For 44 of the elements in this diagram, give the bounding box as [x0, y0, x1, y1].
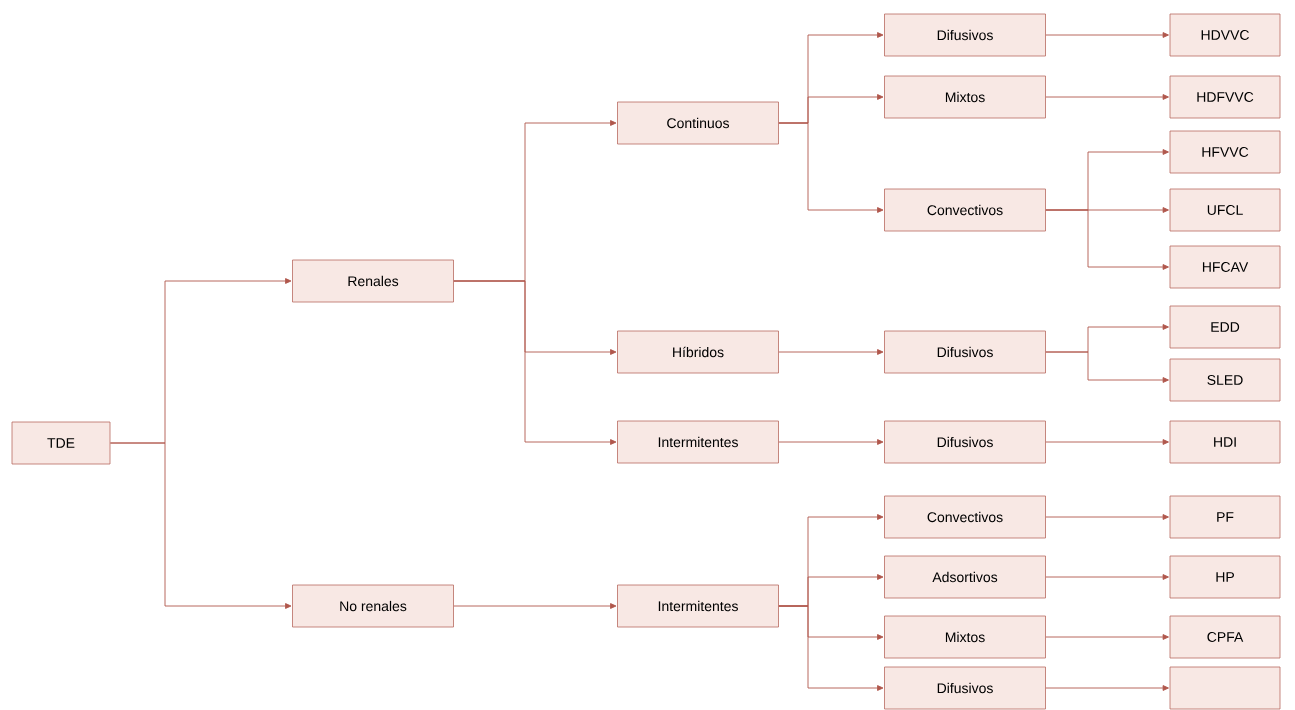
process-box: Renales	[292, 259, 454, 303]
arrow	[1045, 514, 1169, 520]
arrow	[778, 349, 884, 355]
process-box: TDE	[11, 421, 111, 465]
process-box: UFCL	[1169, 188, 1281, 232]
arrow	[778, 122, 884, 213]
arrow	[453, 603, 617, 609]
arrow	[1045, 32, 1169, 38]
process-box: Difusivos	[884, 13, 1046, 57]
arrow	[1045, 209, 1169, 270]
process-box: PF	[1169, 495, 1281, 539]
arrow	[1045, 439, 1169, 445]
process-box: HFCAV	[1169, 245, 1281, 289]
empty-box	[1169, 666, 1281, 710]
process-box: Mixtos	[884, 615, 1046, 659]
arrow	[1045, 351, 1169, 383]
process-box: HP	[1169, 555, 1281, 599]
arrow	[778, 439, 884, 445]
process-box: Difusivos	[884, 330, 1046, 374]
arrow	[453, 280, 617, 445]
arrow	[109, 442, 292, 609]
process-box: Continuos	[617, 101, 779, 145]
process-box: No renales	[292, 584, 454, 628]
arrow	[778, 605, 884, 691]
process-box: Intermitentes	[617, 420, 779, 464]
process-box: HDVVC	[1169, 13, 1281, 57]
process-box: Difusivos	[884, 666, 1046, 710]
process-box: HFVVC	[1169, 130, 1281, 174]
process-box: HDFVVC	[1169, 75, 1281, 119]
process-box: Convectivos	[884, 188, 1046, 232]
arrow	[1045, 94, 1169, 100]
process-box: SLED	[1169, 358, 1281, 402]
arrow	[1045, 634, 1169, 640]
process-box: Convectivos	[884, 495, 1046, 539]
arrow	[1045, 685, 1169, 691]
process-box: CPFA	[1169, 615, 1281, 659]
process-box: EDD	[1169, 305, 1281, 349]
arrow	[1045, 574, 1169, 580]
process-box: Mixtos	[884, 75, 1046, 119]
process-box: Difusivos	[884, 420, 1046, 464]
process-box: HDI	[1169, 420, 1281, 464]
process-box: Intermitentes	[617, 584, 779, 628]
process-box: Adsortivos	[884, 555, 1046, 599]
process-box: Híbridos	[617, 330, 779, 374]
